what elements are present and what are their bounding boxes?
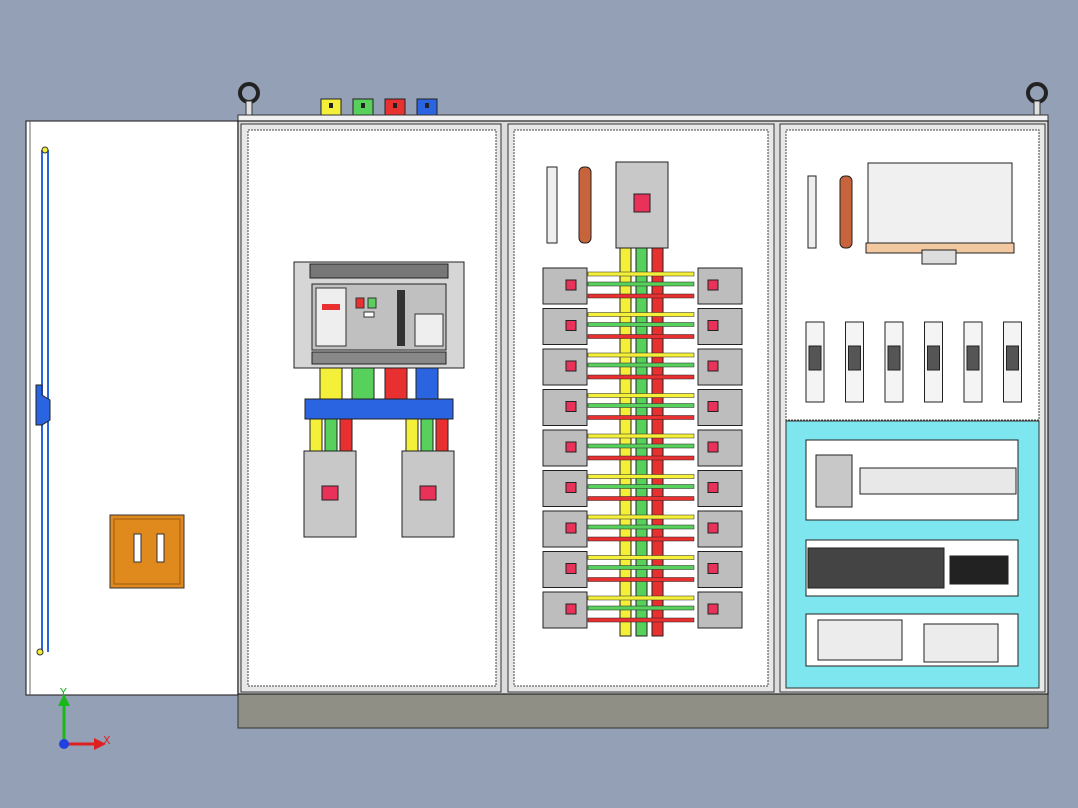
vertical-busbar: [651, 247, 664, 637]
phase-marker-group: [320, 98, 438, 116]
fuse-holder: [805, 321, 825, 403]
breaker-row: [542, 348, 743, 386]
breaker-row: [542, 470, 743, 507]
x-axis-label: X: [103, 734, 111, 747]
breaker-row: [542, 510, 743, 548]
phase-marker: [320, 98, 342, 116]
fuse-holders: [805, 321, 1022, 403]
coordinate-triad: [58, 694, 106, 750]
breaker-row: [542, 591, 743, 629]
cabinet-plinth: [237, 693, 1049, 729]
open-door: [25, 120, 239, 696]
main-moulded-case-breaker: [615, 161, 669, 249]
copper-bar: [578, 166, 592, 244]
document-pocket: [109, 514, 185, 589]
fuse-holder: [845, 321, 864, 403]
breaker-rows: [542, 267, 743, 629]
y-axis-label: Y: [60, 686, 67, 699]
main-air-circuit-breaker: [293, 261, 465, 369]
breaker-row: [542, 389, 743, 426]
terminal-strip: [546, 166, 558, 244]
breaker-row: [542, 308, 743, 345]
breaker-row: [542, 429, 743, 467]
breaker-row: [542, 267, 743, 305]
fuse-holder: [963, 321, 983, 403]
incoming-section: [240, 123, 502, 693]
fuse-holder: [924, 321, 943, 403]
fuse-holder: [884, 321, 904, 403]
phase-marker: [416, 98, 438, 116]
busbar-support: [304, 398, 454, 420]
breaker-row: [542, 551, 743, 588]
phase-marker: [352, 98, 374, 116]
transformer-block: [865, 162, 1015, 265]
phase-marker: [384, 98, 406, 116]
outgoing-breaker-left: [303, 450, 357, 538]
vertical-busbar: [619, 247, 632, 637]
control-section: [779, 123, 1046, 693]
fuse-holder: [1003, 321, 1022, 403]
distribution-section: [507, 123, 775, 693]
vertical-busbar: [635, 247, 648, 637]
outgoing-breaker-right: [401, 450, 455, 538]
